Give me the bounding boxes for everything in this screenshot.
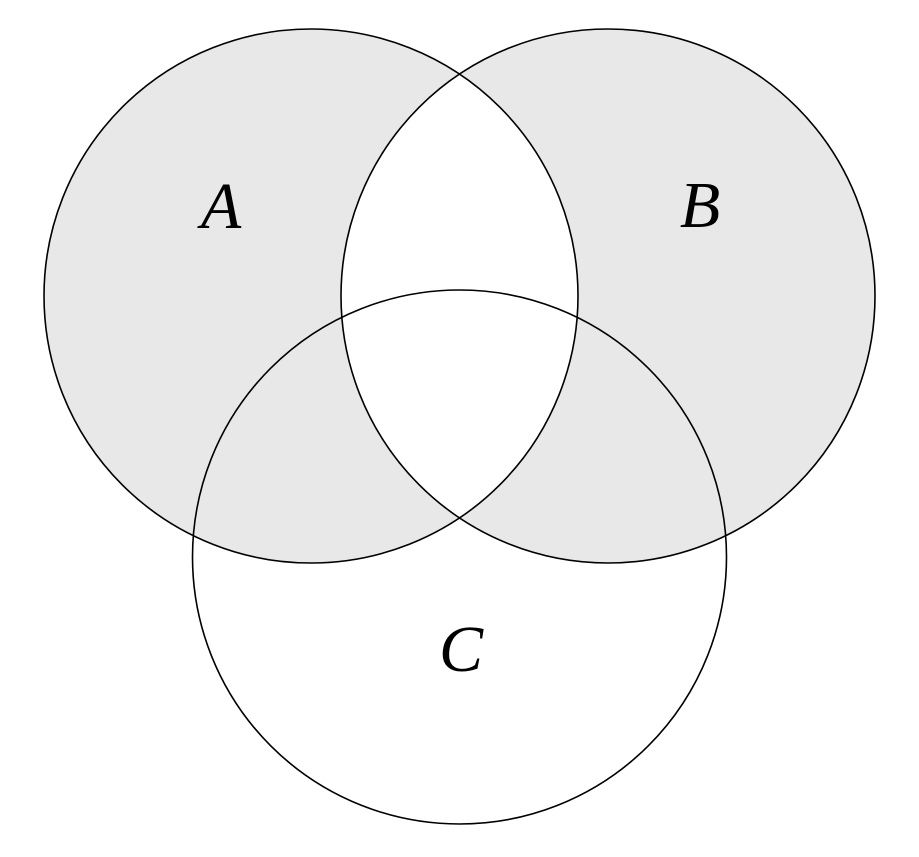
set-a-circle xyxy=(43,28,579,564)
set-b-label: B xyxy=(680,169,720,242)
set-c-label: C xyxy=(439,613,484,686)
shaded-region-a-symmetric-difference-b xyxy=(44,28,875,564)
set-b-circle xyxy=(340,28,876,564)
set-c-circle xyxy=(191,289,728,825)
set-a-label: A xyxy=(197,170,242,243)
